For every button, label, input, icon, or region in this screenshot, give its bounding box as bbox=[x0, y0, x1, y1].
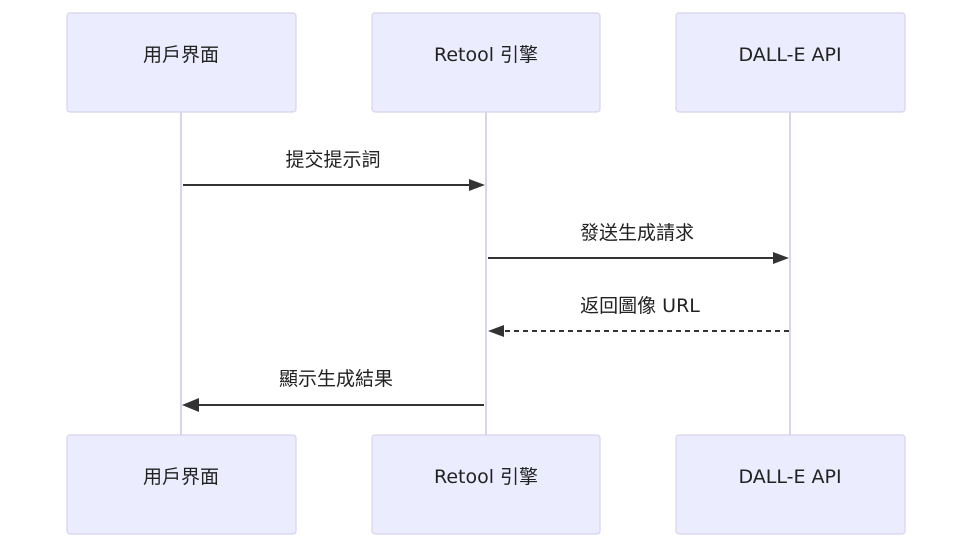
actor-label: DALL-E API bbox=[738, 466, 841, 488]
arrowhead-left-icon bbox=[488, 325, 504, 337]
actor-bottom-retool-engine: Retool 引擎 bbox=[371, 434, 601, 535]
message-label: 提交提示詞 bbox=[285, 149, 380, 171]
message-label: 顯示生成結果 bbox=[279, 368, 393, 390]
actor-top-user-interface: 用戶界面 bbox=[66, 12, 297, 113]
actor-top-dalle-api: DALL-E API bbox=[675, 12, 906, 113]
actor-top-retool-engine: Retool 引擎 bbox=[371, 12, 601, 113]
message-send-generation-request: 發送生成請求 bbox=[488, 222, 789, 264]
arrowhead-right-icon bbox=[469, 179, 485, 191]
arrowhead-right-icon bbox=[773, 252, 789, 264]
actor-label: 用戶界面 bbox=[143, 466, 219, 488]
message-return-image-url: 返回圖像 URL bbox=[488, 295, 789, 337]
actor-label: DALL-E API bbox=[738, 44, 841, 66]
arrowhead-left-icon bbox=[182, 398, 199, 412]
actor-bottom-user-interface: 用戶界面 bbox=[66, 434, 297, 535]
message-label: 發送生成請求 bbox=[580, 222, 694, 244]
actor-label: Retool 引擎 bbox=[434, 44, 538, 66]
actor-label: Retool 引擎 bbox=[434, 466, 538, 488]
actor-bottom-dalle-api: DALL-E API bbox=[675, 434, 906, 535]
message-label: 返回圖像 URL bbox=[580, 295, 700, 317]
message-display-result: 顯示生成結果 bbox=[182, 368, 484, 412]
actor-label: 用戶界面 bbox=[143, 44, 219, 66]
message-submit-prompt: 提交提示詞 bbox=[183, 149, 485, 191]
